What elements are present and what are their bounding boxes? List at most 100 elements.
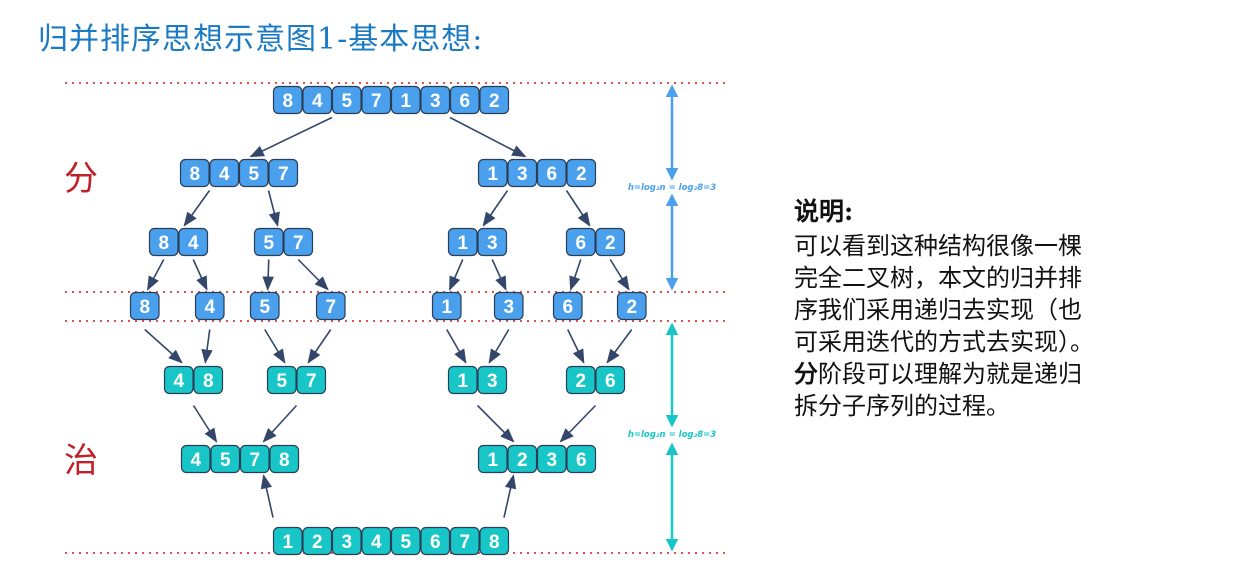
number-cell [493, 291, 524, 321]
number-value: 1 [487, 450, 498, 471]
number-value: 8 [279, 450, 290, 471]
number-value: 8 [189, 164, 200, 185]
description-line: 拆分子序列的过程。 [794, 392, 1010, 420]
number-value: 6 [605, 371, 616, 392]
tree-arrow [192, 405, 218, 443]
number-value: 7 [278, 164, 289, 185]
number-cell [272, 526, 303, 556]
number-cell [210, 444, 241, 474]
number-value: 2 [605, 233, 616, 254]
tree-arrow [569, 259, 582, 291]
number-group: 5 [249, 291, 280, 321]
number-value: 2 [312, 532, 323, 553]
tree-arrow [446, 329, 467, 364]
description-panel: 说明: 可以看到这种结构很像一棵 完全二叉树，本文的归并排 序我们采用递归去实现… [794, 192, 1224, 422]
number-value: 6 [546, 164, 557, 185]
number-cell [595, 365, 626, 395]
number-cell [179, 158, 210, 188]
number-value: 2 [626, 297, 637, 318]
number-cell [253, 227, 284, 257]
number-group: 3 [493, 291, 524, 321]
number-value: 7 [306, 371, 317, 392]
number-value: 1 [457, 371, 468, 392]
tree-arrow [476, 404, 515, 443]
tree-arrow [503, 474, 517, 518]
number-cell [566, 158, 597, 188]
number-group: 7 [315, 291, 346, 321]
number-value: 2 [575, 371, 586, 392]
tree-arrow [192, 259, 208, 291]
number-value: 4 [188, 233, 199, 254]
number-cell [296, 365, 327, 395]
number-group: 8 [129, 291, 160, 321]
number-cell [269, 444, 300, 474]
tree-arrow [448, 259, 464, 291]
number-value: 4 [173, 371, 184, 392]
number-cell [272, 85, 303, 115]
number-value: 3 [487, 233, 498, 254]
number-cell [420, 526, 451, 556]
conquer-label: 治 [64, 441, 98, 481]
number-cell [565, 365, 596, 395]
number-value: 7 [459, 532, 470, 553]
number-value: 2 [576, 164, 587, 185]
number-group: 2 [616, 291, 647, 321]
number-cell [595, 227, 626, 257]
number-cell [477, 227, 508, 257]
number-value: 8 [203, 371, 214, 392]
number-cell [239, 444, 270, 474]
tree-arrow [267, 190, 280, 227]
tree-arrow [609, 259, 630, 291]
tree-arrow [307, 329, 332, 364]
number-cell [268, 158, 299, 188]
number-value: 3 [487, 371, 498, 392]
tree-arrow [488, 329, 510, 364]
number-cell [390, 85, 421, 115]
tree-arrows [144, 116, 633, 518]
tree-arrow [491, 259, 507, 291]
number-cell [507, 158, 538, 188]
tree-arrow [262, 404, 298, 443]
description-line: 可采用迭代的方式去实现）。 [794, 328, 1094, 356]
dotted-guide-lines [65, 82, 730, 554]
number-cell [565, 227, 596, 257]
description-text: 阶段可以理解为就是递归 [818, 360, 1082, 388]
number-value: 5 [220, 450, 231, 471]
number-value: 2 [517, 450, 528, 471]
number-cell [449, 85, 480, 115]
tree-arrow [567, 329, 585, 364]
number-value: 2 [489, 91, 500, 112]
number-group: 6 [552, 291, 583, 321]
number-cell [194, 291, 225, 321]
number-value: 8 [139, 297, 150, 318]
number-cell [331, 526, 362, 556]
number-value: 6 [576, 450, 587, 471]
height-indicators: h=log₂n = log₂8=3h=log₂n = log₂8=3 [628, 84, 716, 552]
number-cell [129, 291, 160, 321]
number-cell [209, 158, 240, 188]
tree-arrow [449, 116, 527, 158]
number-cell [447, 227, 478, 257]
number-cell [302, 85, 333, 115]
number-cell [302, 526, 333, 556]
tree-arrow [201, 329, 213, 364]
number-cell [477, 158, 508, 188]
number-cell [266, 365, 297, 395]
number-cell [148, 227, 179, 257]
number-cell [477, 365, 508, 395]
number-value: 3 [517, 164, 528, 185]
tree-arrow [482, 190, 509, 227]
number-value: 4 [190, 450, 201, 471]
number-group: 4 [194, 291, 225, 321]
description-line: 可以看到这种结构很像一棵 [794, 232, 1082, 260]
number-value: 6 [562, 297, 573, 318]
tree-arrow [606, 329, 633, 364]
tree-arrow [264, 329, 286, 364]
tree-arrow [183, 190, 211, 227]
